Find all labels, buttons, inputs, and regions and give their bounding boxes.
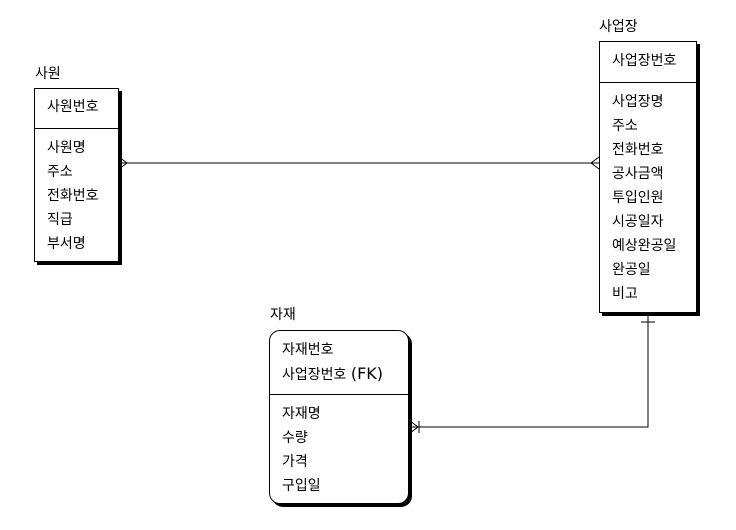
site-attributes: 사업장명 주소 전화번호 공사금액 투입인원 시공일자 예상완공일 완공일 비고 — [600, 83, 696, 306]
entity-site[interactable]: 사업장번호 사업장명 주소 전화번호 공사금액 투입인원 시공일자 예상완공일 … — [599, 41, 697, 313]
entity-employee[interactable]: 사원번호 사원명 주소 전화번호 직급 부서명 — [34, 88, 119, 262]
site-attr: 사업장명 — [612, 94, 664, 110]
entity-material-title: 자재 — [270, 307, 296, 323]
crows-foot-site-end — [590, 156, 600, 170]
employee-key-section: 사원번호 — [35, 89, 118, 129]
site-attr: 전화번호 — [612, 142, 664, 158]
material-attributes: 자재명 수량 가격 구입일 — [270, 395, 408, 498]
entity-site-title: 사업장 — [599, 19, 638, 35]
site-attr: 공사금액 — [612, 166, 664, 182]
employee-attr: 직급 — [47, 212, 73, 228]
site-attr: 비고 — [612, 286, 638, 302]
crows-foot-employee-end — [118, 156, 128, 170]
entity-material[interactable]: 자재번호 사업장번호 (FK) 자재명 수량 가격 구입일 — [269, 330, 409, 504]
site-key-section: 사업장번호 — [600, 42, 696, 83]
employee-attr: 전화번호 — [47, 188, 99, 204]
site-key: 사업장번호 — [612, 53, 677, 69]
material-key-foreign: 사업장번호 (FK) — [282, 362, 408, 386]
employee-attr: 주소 — [47, 164, 73, 180]
site-attr: 예상완공일 — [612, 238, 677, 254]
site-attr: 주소 — [612, 118, 638, 134]
employee-key: 사원번호 — [47, 99, 99, 115]
material-key: 자재번호 — [282, 342, 334, 358]
crows-foot-material-end — [409, 420, 420, 434]
relationship-employee-site[interactable] — [118, 156, 600, 170]
site-attr: 시공일자 — [612, 214, 664, 230]
material-attr: 구입일 — [282, 478, 321, 494]
employee-attributes: 사원명 주소 전화번호 직급 부서명 — [35, 129, 118, 256]
material-attr: 수량 — [282, 430, 308, 446]
entity-employee-title: 사원 — [35, 66, 61, 82]
relationship-site-material[interactable] — [409, 313, 655, 434]
site-attr: 완공일 — [612, 262, 651, 278]
material-attr: 자재명 — [282, 406, 321, 422]
material-attr: 가격 — [282, 454, 308, 470]
employee-attr: 사원명 — [47, 140, 86, 156]
site-attr: 투입인원 — [612, 190, 664, 206]
material-key-section: 자재번호 사업장번호 (FK) — [270, 331, 408, 395]
employee-attr: 부서명 — [47, 236, 86, 252]
fk-marker: (FK) — [350, 364, 384, 383]
material-fk-attribute: 사업장번호 — [282, 367, 347, 383]
